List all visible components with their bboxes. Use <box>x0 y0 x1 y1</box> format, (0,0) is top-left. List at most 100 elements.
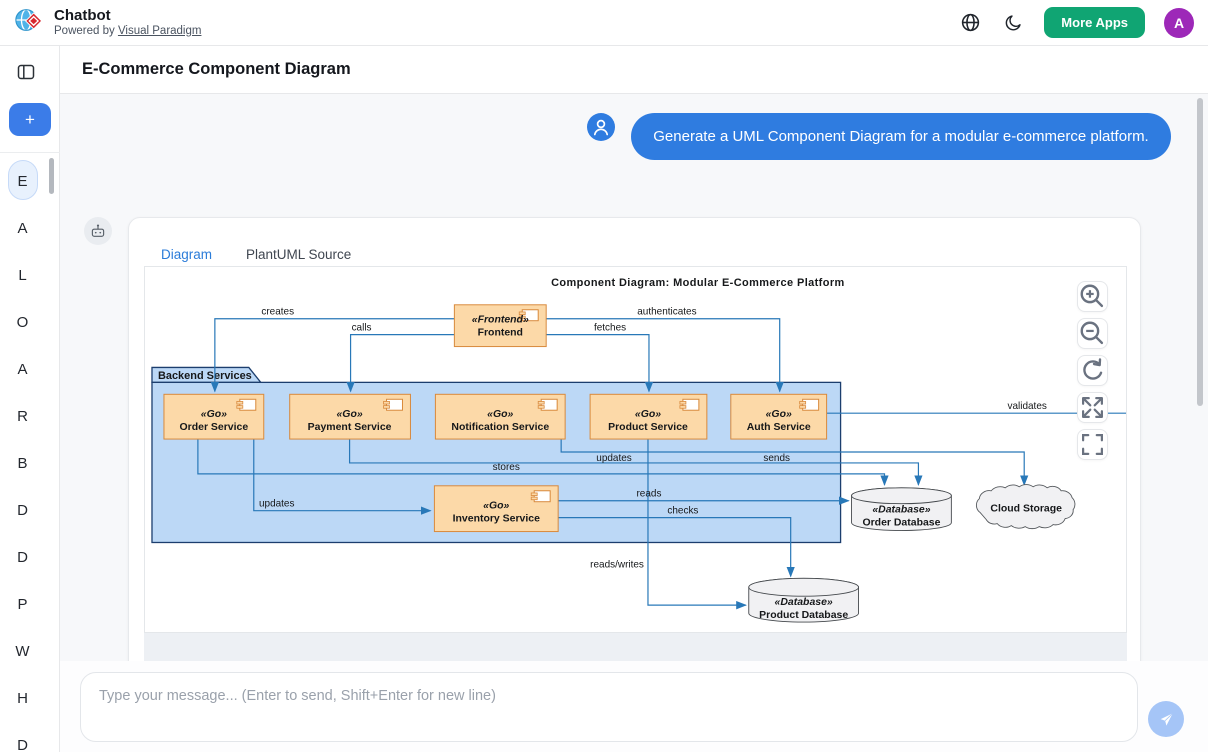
message-input[interactable] <box>80 672 1138 742</box>
product-stereotype: «Go» <box>635 409 661 420</box>
sidebar-item-conversation-1[interactable]: E <box>17 173 28 190</box>
sidebar-item-conversation-9[interactable]: D <box>17 549 28 566</box>
edge-updates-inventory <box>253 439 432 515</box>
tab-plantuml-source[interactable]: PlantUML Source <box>229 232 368 277</box>
edge-label-authenticates: authenticates <box>637 307 696 318</box>
language-globe-button[interactable] <box>958 10 983 35</box>
product-db-name: Product Database <box>759 610 848 621</box>
edge-label-updates-inventory: updates <box>259 499 295 510</box>
payment-stereotype: «Go» <box>336 409 362 420</box>
edge-stores <box>197 439 889 486</box>
visual-paradigm-link[interactable]: Visual Paradigm <box>117 24 202 37</box>
visual-paradigm-logo-icon <box>14 5 44 40</box>
new-chat-button[interactable]: + <box>9 103 51 136</box>
node-frontend: «Frontend» Frontend <box>453 304 547 348</box>
sidebar-item-conversation-12[interactable]: H <box>17 690 28 707</box>
expand-icon <box>1082 397 1103 418</box>
bot-message-avatar <box>84 217 112 245</box>
zoom-reset-button[interactable] <box>1077 355 1108 386</box>
active-conversation-pill <box>8 160 38 200</box>
chat-scrollbar[interactable] <box>1197 98 1203 406</box>
node-order-service: «Go» Order Service <box>163 393 265 440</box>
node-product-database: «Database» Product Database <box>748 577 859 623</box>
send-button[interactable] <box>1148 701 1184 737</box>
edge-calls <box>346 334 455 393</box>
user-message-bubble: Generate a UML Component Diagram for a m… <box>631 113 1171 160</box>
node-cloud-storage: Cloud Storage <box>975 484 1076 530</box>
exit-fullscreen-button[interactable] <box>1077 429 1108 460</box>
zoom-out-button[interactable] <box>1077 318 1108 349</box>
frontend-name: Frontend <box>478 328 523 339</box>
top-header: Chatbot Powered by Visual Paradigm More … <box>0 0 1208 46</box>
sidebar-item-conversation-10[interactable]: P <box>17 596 28 613</box>
cloud-storage-name: Cloud Storage <box>990 504 1062 515</box>
conversation-sidebar: + E A L O A R B D D P W H D <box>0 46 60 752</box>
payment-name: Payment Service <box>308 422 392 433</box>
fullscreen-button[interactable] <box>1077 392 1108 423</box>
sidebar-toggle-button[interactable] <box>15 61 37 86</box>
product-name: Product Service <box>608 422 688 433</box>
diagram-title: Component Diagram: Modular E-Commerce Pl… <box>551 277 845 289</box>
edge-label-updates-cloud: updates <box>596 453 632 464</box>
edge-label-checks: checks <box>667 506 698 517</box>
order-name: Order Service <box>180 422 249 433</box>
edge-reads-writes <box>647 439 747 610</box>
diagram-zoom-controls <box>1077 281 1108 460</box>
sidebar-divider <box>0 152 60 153</box>
sidebar-scrollbar[interactable] <box>49 158 54 194</box>
zoom-in-button[interactable] <box>1077 281 1108 312</box>
diagram-canvas[interactable]: Component Diagram: Modular E-Commerce Pl… <box>144 266 1127 633</box>
powered-by-prefix: Powered by <box>54 24 115 37</box>
app-title: Chatbot <box>54 7 111 25</box>
order-db-name: Order Database <box>862 518 940 529</box>
person-icon <box>593 119 609 136</box>
edge-fetches <box>546 334 654 393</box>
node-payment-service: «Go» Payment Service <box>289 393 411 440</box>
zoom-in-icon <box>1080 284 1104 308</box>
frontend-stereotype: «Frontend» <box>472 315 529 326</box>
diagram-edges <box>197 318 1126 610</box>
sidebar-item-conversation-3[interactable]: L <box>18 267 27 284</box>
order-db-stereotype: «Database» <box>872 505 930 516</box>
edge-labels: creates calls authenticates fetches vali… <box>259 307 1047 571</box>
sidebar-item-conversation-5[interactable]: A <box>17 361 28 378</box>
sidebar-item-conversation-13[interactable]: D <box>17 737 28 752</box>
header-actions: More Apps A <box>958 7 1194 38</box>
notification-stereotype: «Go» <box>487 409 513 420</box>
more-apps-button[interactable]: More Apps <box>1044 7 1145 38</box>
sidebar-item-conversation-7[interactable]: B <box>17 455 28 472</box>
sidebar-item-conversation-6[interactable]: R <box>17 408 28 425</box>
edge-label-stores: stores <box>493 462 520 473</box>
reset-view-icon <box>1083 358 1103 380</box>
globe-icon <box>962 13 980 32</box>
robot-icon <box>91 224 105 237</box>
edge-sends <box>348 439 923 486</box>
sidebar-item-conversation-4[interactable]: O <box>16 314 29 331</box>
product-db-stereotype: «Database» <box>775 597 833 608</box>
brand-text: Chatbot Powered by Visual Paradigm <box>54 7 201 37</box>
sidebar-item-conversation-2[interactable]: A <box>17 220 28 237</box>
package-label: Backend Services <box>158 370 252 382</box>
send-plane-icon <box>1160 712 1173 726</box>
user-message-avatar <box>587 113 615 141</box>
edge-label-fetches: fetches <box>594 323 626 334</box>
sidebar-item-conversation-8[interactable]: D <box>17 502 28 519</box>
brand: Chatbot Powered by Visual Paradigm <box>14 5 201 40</box>
message-composer <box>60 661 1208 752</box>
node-product-service: «Go» Product Service <box>589 393 708 440</box>
panel-toggle-icon <box>17 64 35 80</box>
sidebar-item-conversation-11[interactable]: W <box>15 643 30 660</box>
dark-mode-button[interactable] <box>1002 11 1025 34</box>
edge-authenticates <box>546 318 784 393</box>
edge-creates <box>210 318 455 393</box>
moon-icon <box>1006 15 1021 31</box>
user-avatar[interactable]: A <box>1164 7 1194 38</box>
frame-corners-icon <box>1082 434 1103 455</box>
zoom-out-icon <box>1080 321 1104 345</box>
edge-checks <box>558 517 795 578</box>
edge-label-creates: creates <box>261 307 294 318</box>
page-title: E-Commerce Component Diagram <box>82 60 351 78</box>
edge-label-validates: validates <box>1008 401 1047 412</box>
edge-label-calls: calls <box>352 323 372 334</box>
